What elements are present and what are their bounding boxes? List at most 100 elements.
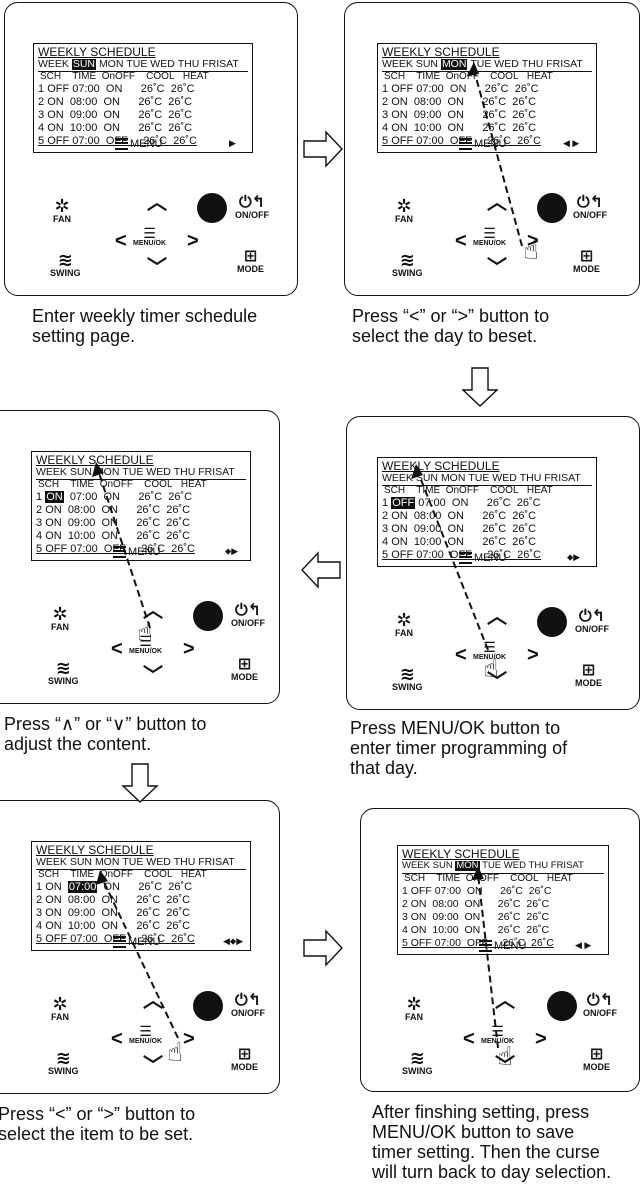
swing-button[interactable]: ≋SWING: [48, 658, 79, 686]
lcd-arrow-indicator: ▶: [229, 138, 236, 148]
power-icon: ⏻↰: [234, 992, 262, 1009]
menu-ok-button[interactable]: ☰MENU/OK: [133, 225, 167, 247]
swing-button[interactable]: ≋SWING: [402, 1048, 433, 1076]
fan-button[interactable]: ✲FAN: [53, 196, 71, 224]
onoff-button[interactable]: ⏻↰ON/OFF: [583, 992, 617, 1018]
mode-button[interactable]: ⊞MODE: [231, 1046, 258, 1072]
fan-icon: ✲: [52, 994, 68, 1014]
menu-ok-button[interactable]: ☰MENU/OK: [129, 1023, 163, 1045]
power-indicator: [193, 991, 223, 1021]
step-6-caption: After finshing setting, press MENU/OK bu…: [372, 1102, 612, 1182]
menu-icon: ☰: [143, 225, 156, 241]
right-button[interactable]: >: [183, 1028, 195, 1050]
swing-icon: ≋: [55, 658, 71, 678]
swing-button[interactable]: ≋SWING: [392, 664, 423, 692]
left-button[interactable]: <: [111, 638, 123, 660]
day-fri: FRI: [202, 58, 220, 70]
schedule-row: 1 OFF 07:00 ON 26˚C 26˚C: [38, 83, 195, 95]
swing-icon: ≋: [399, 250, 415, 270]
right-button[interactable]: >: [527, 644, 539, 666]
menu-ok-button[interactable]: ☰MENU/OK: [473, 225, 507, 247]
left-button[interactable]: <: [455, 230, 467, 252]
left-button[interactable]: <: [455, 644, 467, 666]
up-button[interactable]: ︿: [487, 192, 507, 214]
swing-button[interactable]: ≋SWING: [392, 250, 423, 278]
down-button[interactable]: ﹀: [495, 1055, 515, 1077]
lcd-screen: WEEKLY SCHEDULE WEEK SUN MON TUE WED THU…: [377, 43, 597, 153]
mode-button[interactable]: ⊞MODE: [573, 248, 600, 274]
mode-icon: ⊞: [237, 656, 252, 673]
swing-button[interactable]: ≋SWING: [50, 250, 81, 278]
fan-button[interactable]: ✲FAN: [395, 610, 413, 638]
swing-button[interactable]: ≋SWING: [48, 1048, 79, 1076]
lcd-screen: WEEKLY SCHEDULE WEEK SUN MON TUE WED THU…: [31, 841, 251, 951]
mode-button[interactable]: ⊞MODE: [575, 662, 602, 688]
lcd-screen: WEEKLY SCHEDULE WEEK SUN MON TUE WED THU…: [397, 845, 609, 955]
onoff-button[interactable]: ⏻↰ON/OFF: [231, 992, 265, 1018]
down-button[interactable]: ﹀: [147, 257, 167, 279]
lcd-arrow-indicator: ⬥▶: [225, 546, 239, 556]
step-4-caption: Press “∧” or “∨” button to adjust the co…: [4, 714, 207, 754]
selected-cell: OFF: [391, 497, 416, 509]
mode-button[interactable]: ⊞MODE: [583, 1046, 610, 1072]
up-button[interactable]: ︿: [495, 990, 515, 1012]
mode-button[interactable]: ⊞MODE: [237, 248, 264, 274]
schedule-row: 3 ON 09:00 ON 26˚C 26˚C: [402, 911, 550, 923]
fan-button[interactable]: ✲FAN: [395, 196, 413, 224]
step-5-caption: Press “<” or “>” button to select the it…: [0, 1104, 196, 1144]
onoff-button[interactable]: ⏻↰ON/OFF: [231, 602, 265, 628]
lcd-screen: WEEKLY SCHEDULE WEEK SUN MON TUE WED THU…: [31, 451, 251, 561]
onoff-button[interactable]: ⏻↰ON/OFF: [575, 608, 609, 634]
menu-icon: ☰: [139, 633, 152, 649]
week-row: WEEK SUN MON TUE WED THU FRISAT: [382, 58, 583, 70]
schedule-row: 2 ON 08:00 ON 26˚C 26˚C: [402, 898, 550, 910]
down-button[interactable]: ﹀: [487, 671, 507, 693]
schedule-row: 4 ON 10:00 ON 26˚C 26˚C: [36, 920, 191, 932]
menu-ok-button[interactable]: ☰MENU/OK: [129, 633, 163, 655]
left-button[interactable]: <: [115, 230, 127, 252]
fan-icon: ✲: [52, 604, 68, 624]
swing-icon: ≋: [57, 250, 73, 270]
day-sun: SUN: [71, 58, 97, 70]
swing-icon: ≋: [55, 1048, 71, 1068]
arrow-down-icon: [121, 763, 159, 803]
down-button[interactable]: ﹀: [143, 665, 163, 687]
fan-button[interactable]: ✲FAN: [405, 994, 423, 1022]
step-3-caption: Press MENU/OK button to enter timer prog…: [350, 718, 568, 778]
menu-icon: [459, 552, 472, 565]
selected-cell: 07:00: [67, 881, 98, 893]
day-wed: WED: [150, 58, 175, 70]
power-icon: ⏻↰: [586, 992, 614, 1009]
schedule-row: 4 ON 10:00 ON 26˚C 26˚C: [36, 530, 191, 542]
week-row: WEEK SUN MON TUE WED THU FRISAT: [382, 472, 581, 484]
fan-button[interactable]: ✲FAN: [51, 604, 69, 632]
pointing-hand-icon: ☝: [167, 1037, 183, 1067]
up-button[interactable]: ︿: [143, 990, 163, 1012]
left-button[interactable]: <: [111, 1028, 123, 1050]
right-button[interactable]: >: [535, 1028, 547, 1050]
onoff-button[interactable]: ⏻↰ON/OFF: [573, 194, 607, 220]
menu-icon: ☰: [483, 639, 496, 655]
schedule-row: 2 ON 08:00 ON 26˚C 26˚C: [38, 96, 193, 108]
mode-button[interactable]: ⊞MODE: [231, 656, 258, 682]
panel-step-4: WEEKLY SCHEDULE WEEK SUN MON TUE WED THU…: [0, 410, 280, 704]
schedule-row: 2 ON 08:00 ON 26˚C 26˚C: [36, 894, 191, 906]
down-button[interactable]: ﹀: [143, 1055, 163, 1077]
step-2-caption: Press “<” or “>” button to select the da…: [352, 306, 550, 346]
schedule-row: 3 ON 09:00 ON 26˚C 26˚C: [36, 517, 191, 529]
right-button[interactable]: >: [527, 230, 539, 252]
down-button[interactable]: ﹀: [487, 257, 507, 279]
column-header: SCH TIME OnOFF COOL HEAT: [38, 479, 207, 490]
up-button[interactable]: ︿: [487, 606, 507, 628]
lcd-menu-label: MENU: [459, 552, 506, 565]
fan-button[interactable]: ✲FAN: [51, 994, 69, 1022]
swing-icon: ≋: [399, 664, 415, 684]
right-button[interactable]: >: [183, 638, 195, 660]
up-button[interactable]: ︿: [147, 192, 167, 214]
panel-step-5: WEEKLY SCHEDULE WEEK SUN MON TUE WED THU…: [0, 800, 280, 1094]
schedule-row: 5 OFF 07:00 OFF 26˚C 26˚C: [382, 135, 541, 147]
right-button[interactable]: >: [187, 230, 199, 252]
onoff-button[interactable]: ⏻↰ON/OFF: [235, 194, 269, 220]
left-button[interactable]: <: [463, 1028, 475, 1050]
lcd-menu-label: MENU: [479, 940, 526, 953]
